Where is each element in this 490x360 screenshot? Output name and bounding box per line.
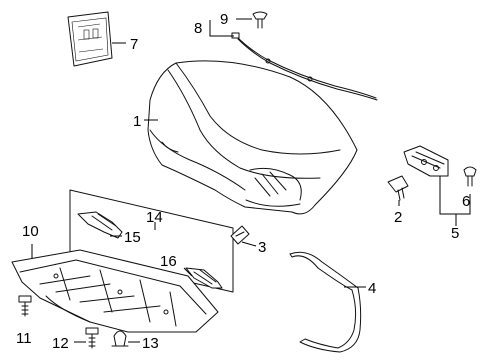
callout-8: 8: [194, 20, 202, 37]
engine-under-cover: [11, 249, 219, 333]
callout-5: 5: [451, 225, 459, 242]
callout-13: 13: [142, 335, 159, 352]
callout-14: 14: [146, 209, 163, 226]
fastener-2: [387, 175, 409, 201]
leader-8: [209, 20, 234, 37]
leader-3: [241, 241, 257, 247]
callout-4: 4: [368, 280, 376, 297]
side-retainer-bracket: [403, 145, 449, 177]
callout-11: 11: [16, 330, 32, 347]
callout-15: 15: [124, 229, 141, 246]
bolt-11: [18, 295, 32, 317]
support-bracket-16: [185, 267, 223, 289]
callout-1: 1: [133, 113, 141, 130]
front-bumper-cover: [147, 60, 358, 215]
wire-harness-8: [231, 32, 378, 101]
leader-16: [183, 267, 193, 277]
clip-3: [230, 225, 250, 245]
callout-2: 2: [394, 209, 402, 226]
callout-7: 7: [130, 36, 138, 53]
callout-10: 10: [22, 223, 39, 240]
support-bracket-15: [77, 211, 123, 239]
leader-5: [439, 176, 471, 226]
absorber-board: [69, 189, 234, 293]
bolt-12: [85, 327, 99, 349]
license-plate-bracket: [67, 11, 113, 67]
garnish-molding: [289, 251, 362, 353]
clip-9: [252, 11, 268, 29]
screw-6: [463, 166, 477, 187]
push-clip-13: [111, 330, 129, 347]
callout-12: 12: [52, 335, 69, 352]
callout-9: 9: [220, 11, 228, 28]
callout-16: 16: [160, 253, 177, 270]
callout-6: 6: [462, 193, 470, 210]
callout-3: 3: [258, 239, 266, 256]
